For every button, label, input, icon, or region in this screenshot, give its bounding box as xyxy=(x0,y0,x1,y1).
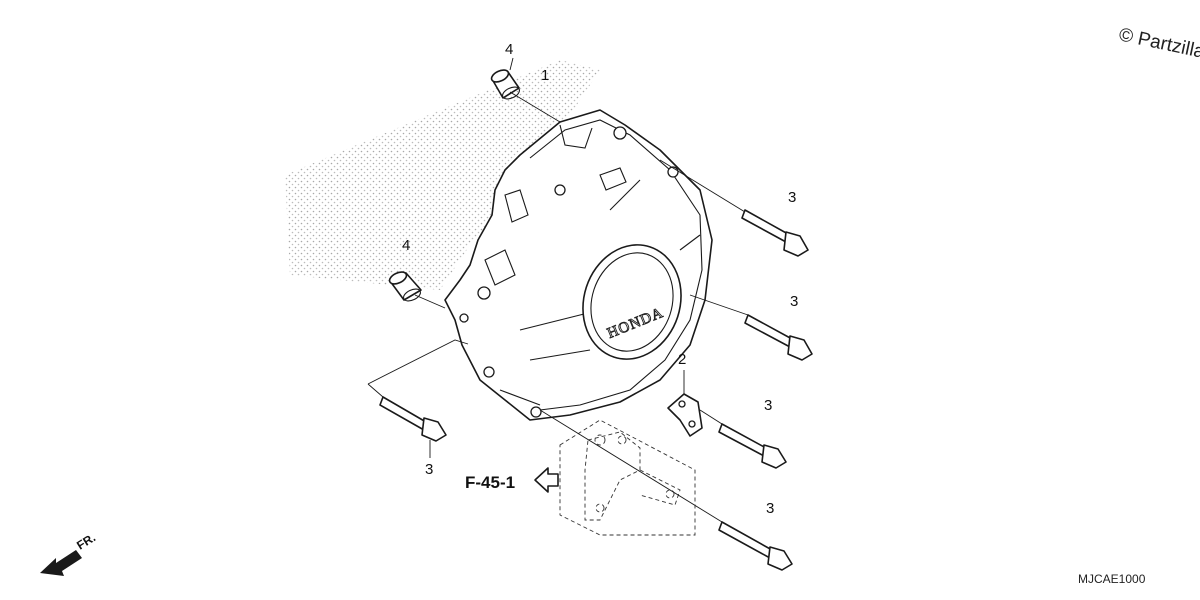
related-part-outline xyxy=(559,419,696,536)
front-arrow-icon xyxy=(40,550,82,576)
diagram-code: MJCAE1000 xyxy=(1078,572,1146,586)
callout-bolt-left: 3 xyxy=(425,461,433,478)
front-marker-label: FR. xyxy=(74,530,98,552)
leader-lines xyxy=(367,57,749,523)
callout-bolt-lower-right: 3 xyxy=(764,397,772,414)
callout-bolt-upper-right: 3 xyxy=(788,189,796,206)
bolt-bottom-right xyxy=(718,521,793,571)
generator-cover: HONDA xyxy=(444,109,713,421)
bolt-mid-right xyxy=(744,314,813,361)
callout-dowel-upper: 4 xyxy=(505,41,513,58)
reference-arrow xyxy=(534,467,559,493)
bracket xyxy=(667,393,703,437)
dowel-pin-upper xyxy=(490,69,520,100)
watermark: © Partzilla xyxy=(1117,24,1200,63)
callout-bracket: 2 xyxy=(678,351,686,368)
bolt-left xyxy=(379,396,447,442)
reference-label: F-45-1 xyxy=(465,473,515,492)
callout-dowel-left: 4 xyxy=(402,237,410,254)
dowel-pin-left xyxy=(388,271,422,302)
engine-case-shadow xyxy=(285,60,600,290)
bolt-upper-right xyxy=(741,209,809,257)
bolt-lower-right xyxy=(718,423,787,469)
callout-bolt-bottom-right: 3 xyxy=(766,500,774,517)
callout-cover: 1 xyxy=(541,67,549,84)
callout-bolt-mid-right: 3 xyxy=(790,293,798,310)
